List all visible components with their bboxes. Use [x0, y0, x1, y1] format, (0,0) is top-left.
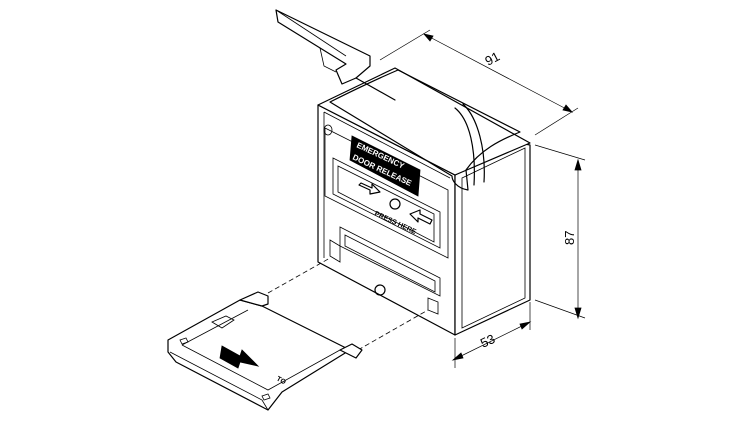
dimension-height: 87: [534, 144, 586, 320]
dimension-height-value: 87: [562, 231, 577, 245]
assembly-guides: [267, 257, 429, 351]
cover-slot: [339, 226, 441, 297]
screw-hole: [323, 124, 333, 136]
hinged-lid-base: [329, 69, 521, 191]
label-plate: [349, 135, 421, 197]
left-arrow-icon: [409, 209, 433, 225]
open-lid: [275, 9, 396, 101]
center-dot: [389, 198, 401, 210]
dimension-depth-value: 53: [478, 331, 497, 351]
protective-cover: TO: [167, 291, 363, 411]
call-point-housing: EMERGENCY DOOR RELEASE PRESS HERE: [317, 67, 531, 336]
dimension-width: 91: [379, 29, 579, 136]
glass-element: [332, 157, 441, 249]
dimension-depth: 53: [451, 302, 532, 368]
key-hole-icon: [374, 284, 386, 296]
push-arrow-icon: [219, 345, 260, 369]
right-arrow-icon: [358, 182, 381, 195]
cover-logo-text: TO: [275, 376, 287, 387]
dimension-width-value: 91: [482, 49, 502, 69]
top-face: [317, 67, 531, 176]
